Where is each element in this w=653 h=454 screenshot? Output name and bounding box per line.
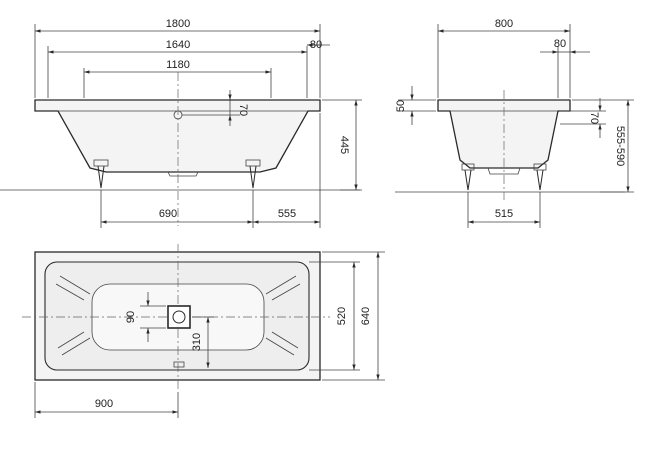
- side-view-drain: [167, 171, 199, 177]
- dim-side-overflow-height: 70: [237, 104, 249, 116]
- dim-side-overall-length: 1800: [166, 18, 190, 30]
- side-view-leg-right: [245, 159, 261, 189]
- dim-end-overflow-height: 70: [588, 112, 600, 124]
- end-view: 800 80 50 70 555-590 515: [395, 18, 634, 228]
- dim-top-drain-width: 90: [125, 311, 137, 323]
- dim-side-height: 445: [338, 136, 350, 154]
- top-view: 90 310 520 640 900: [22, 244, 385, 418]
- side-view: 1800 1640 80 1180 70 445 690 555: [0, 18, 362, 228]
- end-view-leg-left: [461, 163, 475, 191]
- side-view-tub-body: [34, 99, 321, 173]
- dim-side-leg-to-end: 555: [278, 208, 296, 220]
- dim-top-drain-from-end: 900: [95, 398, 113, 410]
- top-view-overflow: [173, 361, 185, 368]
- dim-end-rim-offset: 80: [554, 38, 566, 50]
- dim-side-inner-length: 1640: [166, 39, 190, 51]
- dim-side-leg-to-center: 690: [159, 208, 177, 220]
- end-view-drain: [487, 167, 521, 175]
- dim-top-inner-width: 520: [336, 307, 348, 325]
- dim-top-overall-width: 640: [360, 307, 372, 325]
- top-view-drain: [167, 305, 191, 329]
- dim-end-leg-spacing: 515: [495, 208, 513, 220]
- end-view-leg-right: [533, 163, 547, 191]
- dim-side-rim-offset: 80: [310, 39, 322, 51]
- end-view-tub-body: [437, 99, 571, 169]
- side-view-leg-left: [93, 159, 109, 189]
- dim-end-total-height: 555-590: [614, 126, 626, 166]
- dim-end-overall-width: 800: [495, 18, 513, 30]
- dim-top-drain-offset: 310: [191, 333, 203, 351]
- dim-end-rim-height: 50: [395, 100, 407, 112]
- dim-side-bottom-length: 1180: [166, 59, 190, 71]
- top-view-corner-ribs: [55, 275, 301, 356]
